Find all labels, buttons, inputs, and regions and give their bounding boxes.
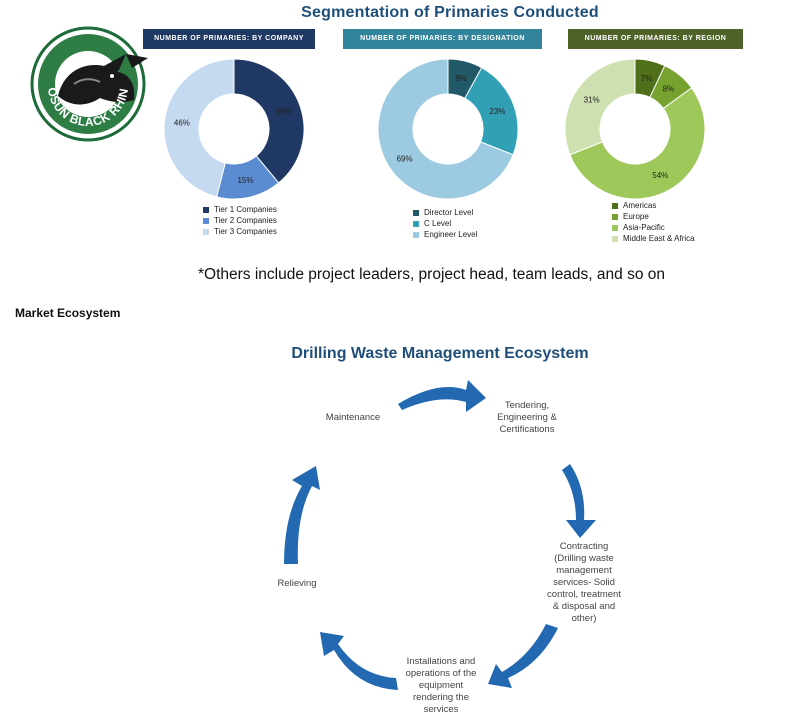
donut-label-asia-pacific: 54%	[652, 171, 668, 180]
section-label: Market Ecosystem	[15, 306, 121, 320]
designation-donut-chart: 8% 23% 69%	[377, 58, 519, 200]
legend-item-middle-east-africa: Middle East & Africa	[612, 233, 695, 244]
stage-contracting-line: & disposal and	[552, 601, 616, 612]
stage-installations-line: rendering the	[413, 692, 469, 703]
stage-contracting-line: Contracting	[559, 541, 609, 552]
donut-label-europe: 8%	[663, 85, 675, 94]
legend-label: Tier 2 Companies	[214, 216, 277, 225]
legend-swatch	[413, 231, 419, 238]
legend-item-tier-3-companies: Tier 3 Companies	[203, 226, 277, 237]
stage-maintenance: Maintenance	[318, 412, 388, 424]
legend-label: Tier 1 Companies	[214, 205, 277, 214]
donut-label-tier-2-companies: 15%	[237, 176, 253, 185]
footnote: *Others include project leaders, project…	[198, 266, 665, 283]
legend-item-asia-pacific: Asia-Pacific	[612, 222, 695, 233]
stage-contracting-line: services- Solid	[553, 577, 615, 588]
stage-installations-line: operations of the	[405, 668, 477, 679]
ecosystem-title: Drilling Waste Management Ecosystem	[291, 345, 589, 362]
legend-item-americas: Americas	[612, 200, 695, 211]
legend-swatch	[203, 228, 209, 235]
stage-contracting-line: control, treatment	[547, 589, 621, 600]
legend-item-engineer-level: Engineer Level	[413, 229, 477, 240]
legend-swatch	[413, 209, 419, 216]
stage-contracting-line: management	[556, 565, 612, 576]
stage-tendering-line: Certifications	[499, 424, 555, 435]
donut-slice-tier-1-companies	[233, 58, 305, 184]
legend-item-europe: Europe	[612, 211, 695, 222]
stage-relieving: Relieving	[266, 578, 328, 590]
stage-tendering-line: Tendering,	[504, 400, 550, 411]
company-chart-title: NUMBER OF PRIMARIES: BY COMPANY	[143, 29, 315, 49]
legend-swatch	[612, 202, 618, 209]
cycle-arrow-right	[562, 464, 596, 538]
region-donut-chart: 7% 8% 54% 31%	[564, 58, 706, 200]
page-title: Segmentation of Primaries Conducted	[301, 4, 599, 21]
legend-label: Asia-Pacific	[623, 223, 665, 232]
legend-item-director-level: Director Level	[413, 207, 477, 218]
stage-relieving-line: Relieving	[277, 578, 317, 589]
legend-label: Americas	[623, 201, 657, 210]
cycle-arrow-bottom-left	[320, 632, 398, 690]
legend-label: Europe	[623, 212, 649, 221]
cycle-arrow-left	[284, 466, 320, 564]
stage-tendering-line: Engineering &	[497, 412, 557, 423]
donut-label-tier-3-companies: 46%	[174, 118, 190, 127]
legend-label: Middle East & Africa	[623, 234, 695, 243]
legend-swatch	[203, 206, 209, 213]
donut-label-engineer-level: 69%	[397, 155, 413, 164]
region-chart-title: NUMBER OF PRIMARIES: BY REGION	[568, 29, 743, 49]
donut-label-director-level: 8%	[455, 74, 467, 83]
legend-label: C Level	[424, 219, 452, 228]
donut-slice-middle-east-africa	[564, 58, 636, 156]
donut-slice-asia-pacific	[569, 87, 706, 200]
legend-item-tier-2-companies: Tier 2 Companies	[203, 215, 277, 226]
designation-chart-title: NUMBER OF PRIMARIES: BY DESIGNATION	[343, 29, 542, 49]
stage-contracting: Contracting (Drilling waste management s…	[539, 541, 629, 625]
legend-swatch	[203, 217, 209, 224]
legend-item-tier-1-companies: Tier 1 Companies	[203, 204, 277, 215]
stage-installations-line: services	[423, 704, 459, 715]
donut-label-americas: 7%	[641, 74, 653, 83]
kosun-black-rhino-logo: KOSUN BLACK RHINO	[30, 24, 148, 142]
stage-tendering: Tendering, Engineering & Certifications	[487, 400, 567, 436]
stage-maintenance-line: Maintenance	[325, 412, 381, 423]
stage-installations-line: equipment	[418, 680, 464, 691]
stage-installations: Installations and operations of the equi…	[396, 656, 486, 716]
donut-label-tier-1-companies: 39%	[275, 107, 291, 116]
donut-slice-tier-3-companies	[163, 58, 235, 198]
ecosystem-cycle-diagram	[284, 380, 596, 690]
legend-swatch	[612, 224, 618, 231]
legend-label: Tier 3 Companies	[214, 227, 277, 236]
legend-swatch	[413, 220, 419, 227]
donut-slice-engineer-level	[377, 58, 514, 200]
legend-swatch	[612, 213, 618, 220]
donut-label-middle-east-africa: 31%	[584, 95, 600, 104]
legend-label: Engineer Level	[424, 230, 478, 239]
company-donut-chart: 39% 15% 46%	[163, 58, 305, 200]
donut-label-c-level: 23%	[489, 107, 505, 116]
stage-contracting-line: (Drilling waste	[554, 553, 614, 564]
stage-installations-line: Installations and	[406, 656, 476, 667]
stage-contracting-line: other)	[571, 613, 597, 624]
cycle-arrow-top	[398, 380, 486, 412]
legend-item-c-level: C Level	[413, 218, 477, 229]
legend-swatch	[612, 235, 618, 242]
cycle-arrow-bottom-right	[488, 624, 558, 688]
legend-label: Director Level	[424, 208, 474, 217]
